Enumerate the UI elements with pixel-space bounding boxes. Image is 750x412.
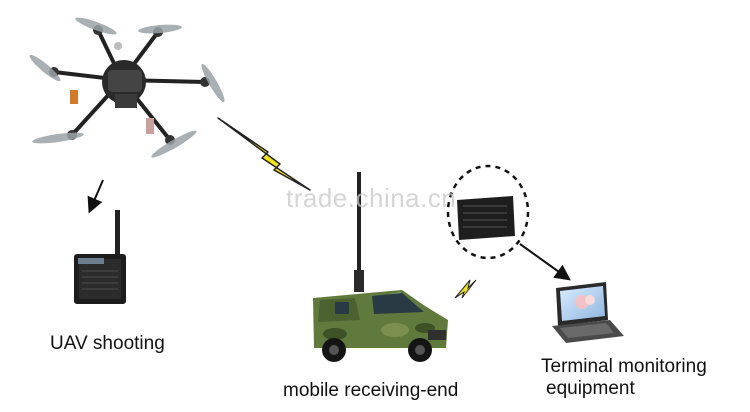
label-mobile-receiving-end: mobile receiving-end [283, 380, 459, 401]
receiver-module-icon [446, 164, 530, 260]
arrow-drone-to-transmitter [87, 179, 104, 214]
label-terminal-line2: equipment [546, 378, 635, 399]
laptop-icon [552, 282, 624, 343]
watermark: trade.china.cn [286, 183, 457, 213]
lightning-bolt-small-icon [454, 279, 477, 299]
label-terminal-line1: Terminal monitoring [541, 356, 707, 377]
video-transmitter-box-icon [74, 210, 126, 304]
arrow-receiver-to-laptop [519, 243, 571, 281]
lightning-bolt-icon [217, 117, 311, 191]
camouflage-van-with-antenna-icon [313, 172, 448, 362]
hexacopter-drone-icon [29, 17, 225, 158]
label-uav-shooting: UAV shooting [50, 333, 165, 354]
